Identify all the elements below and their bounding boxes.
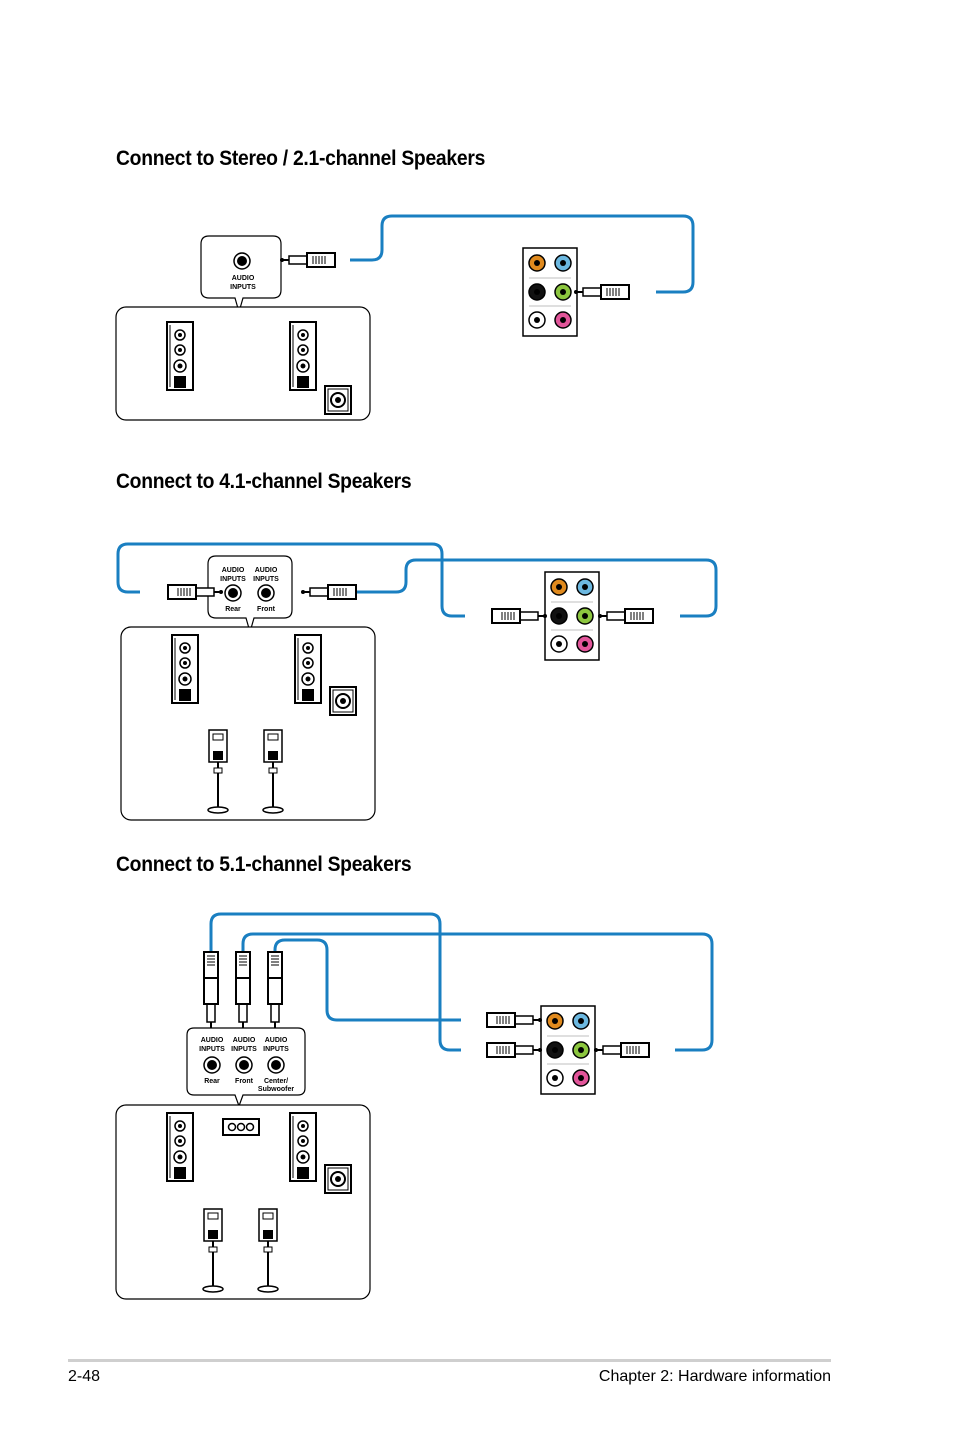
rear-audio-panel-icon — [540, 1005, 596, 1095]
front-jack-icon — [257, 584, 275, 602]
audio-plug-icon — [573, 284, 630, 300]
section-title-5-1: Connect to 5.1-channel Speakers — [116, 853, 412, 876]
four-one-connection-diagram: AUDIO INPUTS AUDIO INPUTS Rear Front — [116, 542, 718, 821]
audio-plug-icon — [279, 252, 336, 268]
svg-text:INPUTS: INPUTS — [253, 576, 279, 583]
footer-divider — [68, 1359, 831, 1362]
rear-audio-panel-icon — [544, 571, 600, 661]
audio-input-callout — [207, 555, 293, 635]
audio-plug-icon — [486, 1012, 543, 1028]
subwoofer-icon — [329, 686, 357, 716]
audio-plug-icon — [300, 584, 357, 600]
svg-text:AUDIO: AUDIO — [233, 1037, 256, 1044]
front-jack-icon — [235, 1056, 253, 1074]
svg-text:Rear: Rear — [225, 606, 241, 613]
audio-plug-icon — [203, 951, 219, 1031]
speaker-front-right-icon — [289, 1112, 317, 1182]
page-number: 2-48 — [68, 1368, 101, 1385]
svg-text:INPUTS: INPUTS — [230, 284, 256, 291]
audio-plug-icon — [235, 951, 251, 1031]
chapter-title: Chapter 2: Hardware information — [598, 1368, 831, 1385]
svg-text:Rear: Rear — [204, 1078, 220, 1085]
svg-text:Front: Front — [235, 1078, 254, 1085]
audio-plug-icon — [486, 1042, 543, 1058]
rear-audio-panel-icon — [522, 247, 578, 337]
subwoofer-icon — [324, 385, 352, 415]
svg-text:INPUTS: INPUTS — [231, 1046, 257, 1053]
section-title-stereo: Connect to Stereo / 2.1-channel Speakers — [116, 147, 486, 170]
svg-text:Center/: Center/ — [264, 1078, 288, 1085]
svg-text:AUDIO: AUDIO — [265, 1037, 288, 1044]
speaker-front-right-icon — [294, 634, 322, 704]
audio-plug-icon — [593, 1042, 650, 1058]
svg-text:AUDIO: AUDIO — [255, 567, 278, 574]
audio-plug-icon — [597, 608, 654, 624]
input-jack-icon — [233, 252, 251, 270]
rear-jack-icon — [203, 1056, 221, 1074]
svg-text:AUDIO: AUDIO — [232, 275, 255, 282]
svg-text:AUDIO: AUDIO — [201, 1037, 224, 1044]
five-one-connection-diagram: AUDIO INPUTS AUDIO INPUTS AUDIO INPUTS R… — [115, 912, 714, 1300]
section-title-4-1: Connect to 4.1-channel Speakers — [116, 470, 412, 493]
stereo-connection-diagram: AUDIO INPUTS — [115, 214, 695, 421]
svg-text:INPUTS: INPUTS — [199, 1046, 225, 1053]
center-speaker-icon — [222, 1118, 260, 1136]
speaker-left-icon — [166, 321, 194, 391]
audio-plug-icon — [267, 951, 283, 1031]
audio-input-callout — [200, 235, 282, 315]
speaker-right-icon — [289, 321, 317, 391]
audio-plug-icon — [491, 608, 548, 624]
speaker-front-left-icon — [166, 1112, 194, 1182]
subwoofer-icon — [324, 1164, 352, 1194]
svg-text:Subwoofer: Subwoofer — [258, 1086, 294, 1093]
svg-text:INPUTS: INPUTS — [220, 576, 246, 583]
speaker-front-left-icon — [171, 634, 199, 704]
svg-text:INPUTS: INPUTS — [263, 1046, 289, 1053]
svg-text:Front: Front — [257, 606, 276, 613]
center-subwoofer-jack-icon — [267, 1056, 285, 1074]
svg-text:AUDIO: AUDIO — [222, 567, 245, 574]
rear-jack-icon — [224, 584, 242, 602]
